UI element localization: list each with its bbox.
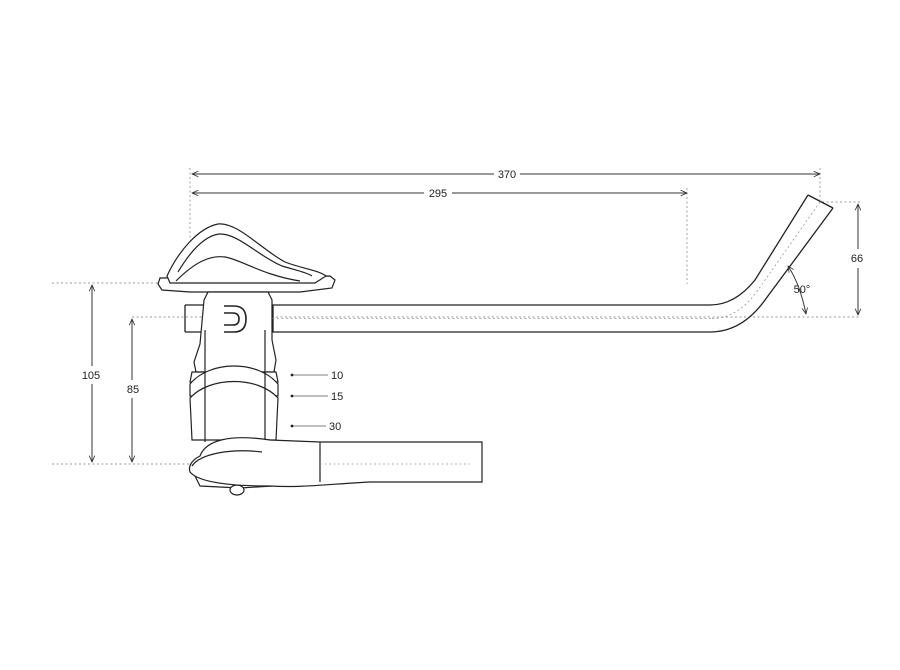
spacer-leaders bbox=[292, 374, 328, 427]
label-bend-angle: 50° bbox=[794, 284, 811, 296]
bar-end-cap bbox=[807, 194, 834, 209]
brand-logo-icon bbox=[224, 305, 247, 333]
guide-lines bbox=[52, 168, 860, 465]
leader-dot-15 bbox=[290, 394, 294, 398]
grip-front-tip bbox=[191, 450, 263, 467]
label-height-min: 85 bbox=[127, 384, 139, 396]
bar-bottom-edge bbox=[185, 207, 834, 333]
forearm-grip bbox=[188, 437, 483, 488]
clamp-bolt bbox=[229, 484, 245, 496]
label-height-max: 105 bbox=[82, 370, 100, 382]
dimension-lines bbox=[92, 174, 858, 462]
label-spacer-30: 30 bbox=[329, 421, 341, 433]
bar-top-edge bbox=[185, 194, 809, 306]
riser-centerline bbox=[711, 201, 821, 319]
grip-main-body bbox=[188, 437, 483, 488]
label-extension-length: 295 bbox=[429, 188, 447, 200]
leader-dot-30 bbox=[290, 424, 294, 428]
angle-arc-50 bbox=[788, 266, 806, 314]
label-spacer-15: 15 bbox=[331, 391, 343, 403]
armrest-cushion-lower bbox=[175, 256, 301, 282]
spacer-leader-dots bbox=[290, 373, 294, 428]
label-spacer-10: 10 bbox=[331, 370, 343, 382]
spacer-30 bbox=[189, 381, 279, 441]
extension-bar bbox=[184, 194, 834, 333]
armrest-cushion-inner bbox=[177, 233, 313, 277]
label-overall-length: 370 bbox=[498, 169, 516, 181]
armrest-pad bbox=[157, 223, 336, 293]
leader-dot-10 bbox=[290, 373, 294, 377]
label-riser-rise: 66 bbox=[851, 253, 863, 265]
